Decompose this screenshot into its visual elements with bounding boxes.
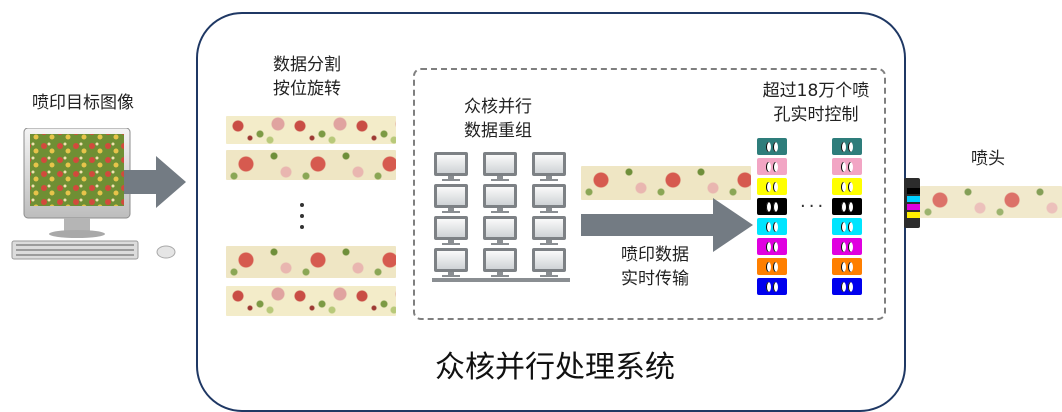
ellipsis-dots <box>300 203 304 236</box>
image-strip <box>226 246 396 278</box>
print-head-icon <box>904 178 920 228</box>
transfer-label-line1: 喷印数据 <box>621 245 689 265</box>
parallel-processing-box <box>413 68 886 320</box>
image-strip <box>226 116 396 144</box>
target-image-label: 喷印目标图像 <box>32 93 134 113</box>
computer-icon <box>11 128 176 260</box>
split-rotate-label-line1: 数据分割 <box>273 55 341 75</box>
print-head-label: 喷头 <box>971 149 1005 169</box>
image-strip <box>226 150 396 180</box>
many-core-label-line2: 数据重组 <box>464 121 532 141</box>
right-arrow-icon <box>581 198 753 252</box>
nozzle-column-left <box>757 138 787 298</box>
printed-output-strip <box>920 186 1062 218</box>
image-strip <box>581 166 751 200</box>
image-strip <box>226 286 396 316</box>
right-arrow-icon <box>124 156 186 208</box>
nozzle-label-line1: 超过18万个喷 <box>762 81 870 101</box>
transfer-label-line2: 实时传输 <box>621 269 689 289</box>
many-core-label-line1: 众核并行 <box>464 97 532 117</box>
split-rotate-label-line2: 按位旋转 <box>273 79 341 99</box>
system-title: 众核并行处理系统 <box>435 350 675 385</box>
nozzle-column-right <box>832 138 862 298</box>
nozzle-label-line2: 孔实时控制 <box>773 105 859 125</box>
ellipsis-dots: ··· <box>800 196 827 217</box>
server-monitor-icon <box>432 152 570 282</box>
